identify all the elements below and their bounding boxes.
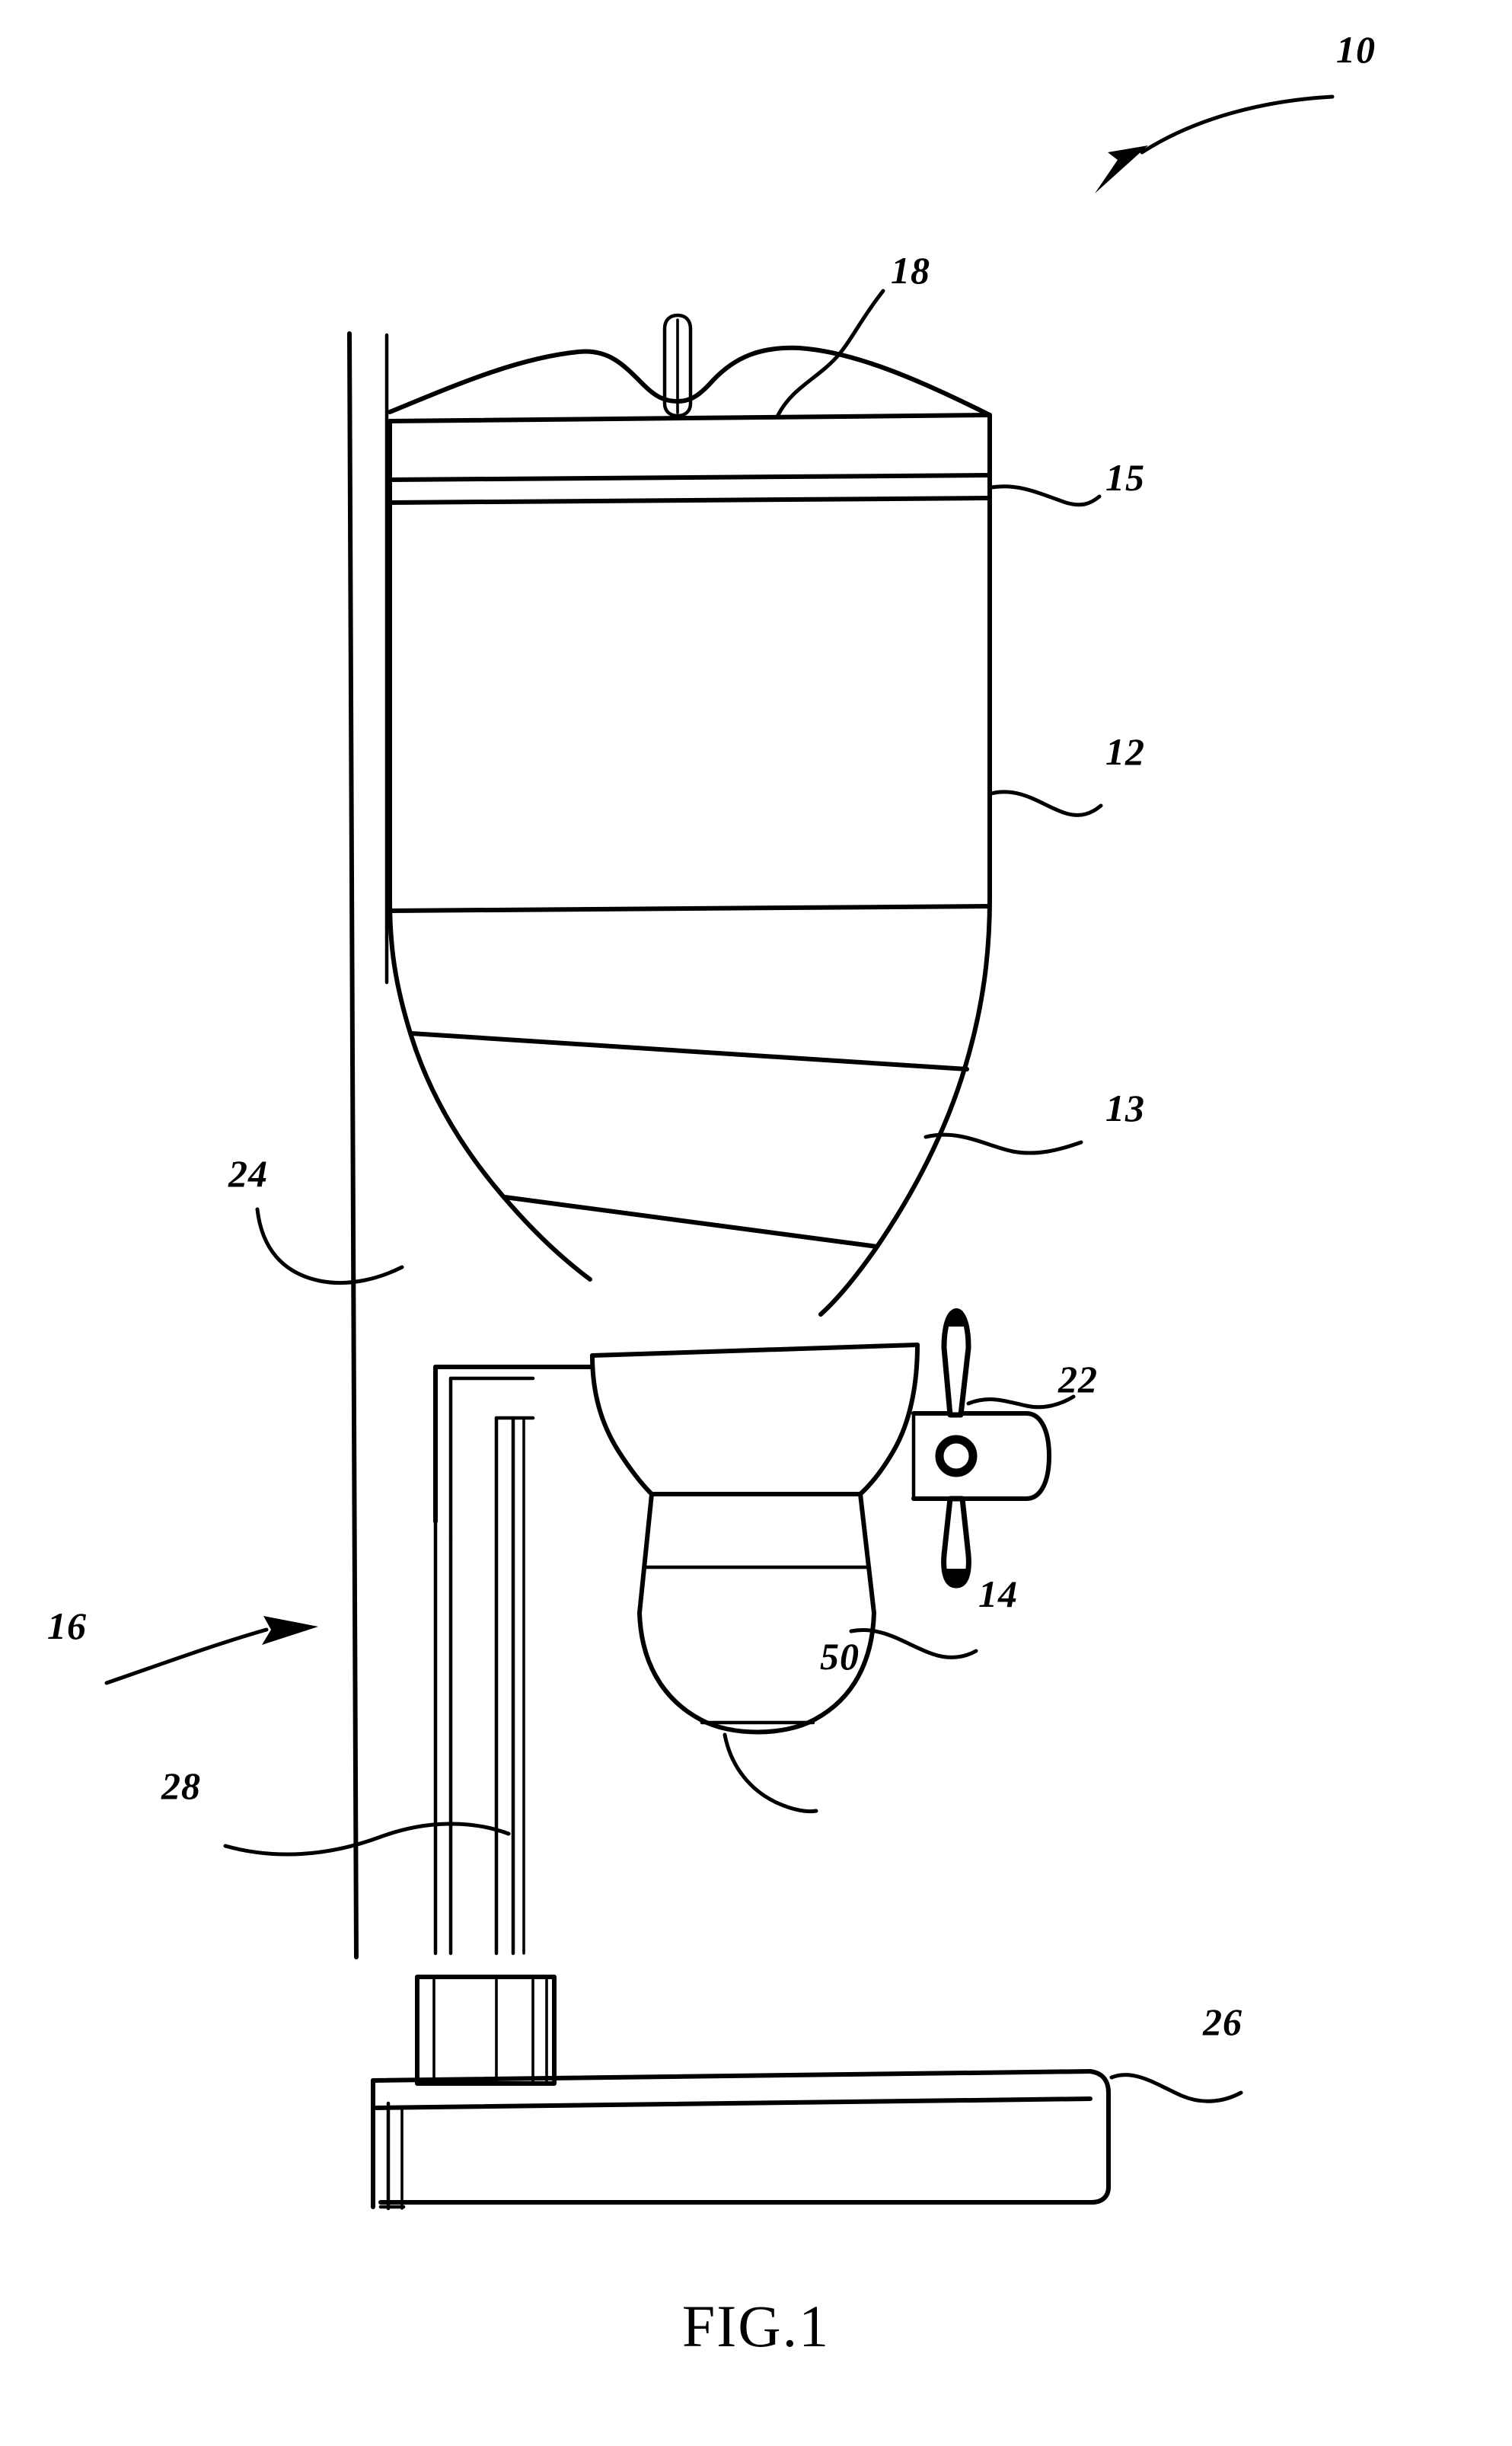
figure-caption: FIG.1 <box>681 2293 831 2359</box>
leader-ref-15 <box>989 484 1102 507</box>
ref-numeral-18: 18 <box>891 249 930 292</box>
domed-lid <box>388 313 992 423</box>
ref-numeral-50: 50 <box>820 1635 860 1678</box>
leader-ref-50 <box>723 1732 818 1814</box>
upper-collar-bands <box>388 413 992 505</box>
leader-ref-16 <box>104 1616 318 1685</box>
ref-numeral-26: 26 <box>1203 2001 1242 2043</box>
ref-numeral-28: 28 <box>161 1764 201 1807</box>
leader-ref-26 <box>1109 2073 1243 2103</box>
leader-ref-18 <box>776 289 885 417</box>
ref-numeral-12: 12 <box>1105 730 1145 773</box>
butterfly-valve-spigot <box>911 1308 1051 1589</box>
foot-collar-block <box>415 1975 557 2086</box>
lower-sump-cup <box>590 1343 920 1735</box>
ref-numeral-22: 22 <box>1058 1358 1098 1400</box>
ref-numeral-14: 14 <box>978 1573 1018 1615</box>
leader-ref-14 <box>849 1628 978 1659</box>
leader-ref-22 <box>966 1394 1076 1410</box>
vertical-support-rods <box>433 1416 535 1956</box>
leader-ref-12 <box>989 790 1103 817</box>
ref-numeral-10: 10 <box>1336 28 1376 71</box>
leader-ref-24 <box>255 1207 404 1285</box>
leader-ref-10 <box>1095 94 1335 193</box>
ref-numeral-15: 15 <box>1105 456 1145 499</box>
upper-support-bracket <box>433 1365 595 1541</box>
leader-ref-13 <box>923 1132 1083 1155</box>
ref-numeral-13: 13 <box>1105 1087 1145 1129</box>
ref-numeral-24: 24 <box>228 1152 268 1195</box>
vertical-support-stand <box>347 331 389 1959</box>
main-reservoir-body <box>388 496 992 1317</box>
leader-ref-28 <box>223 1822 511 1857</box>
base-plate <box>371 2069 1111 2211</box>
ref-numeral-16: 16 <box>47 1605 87 1647</box>
